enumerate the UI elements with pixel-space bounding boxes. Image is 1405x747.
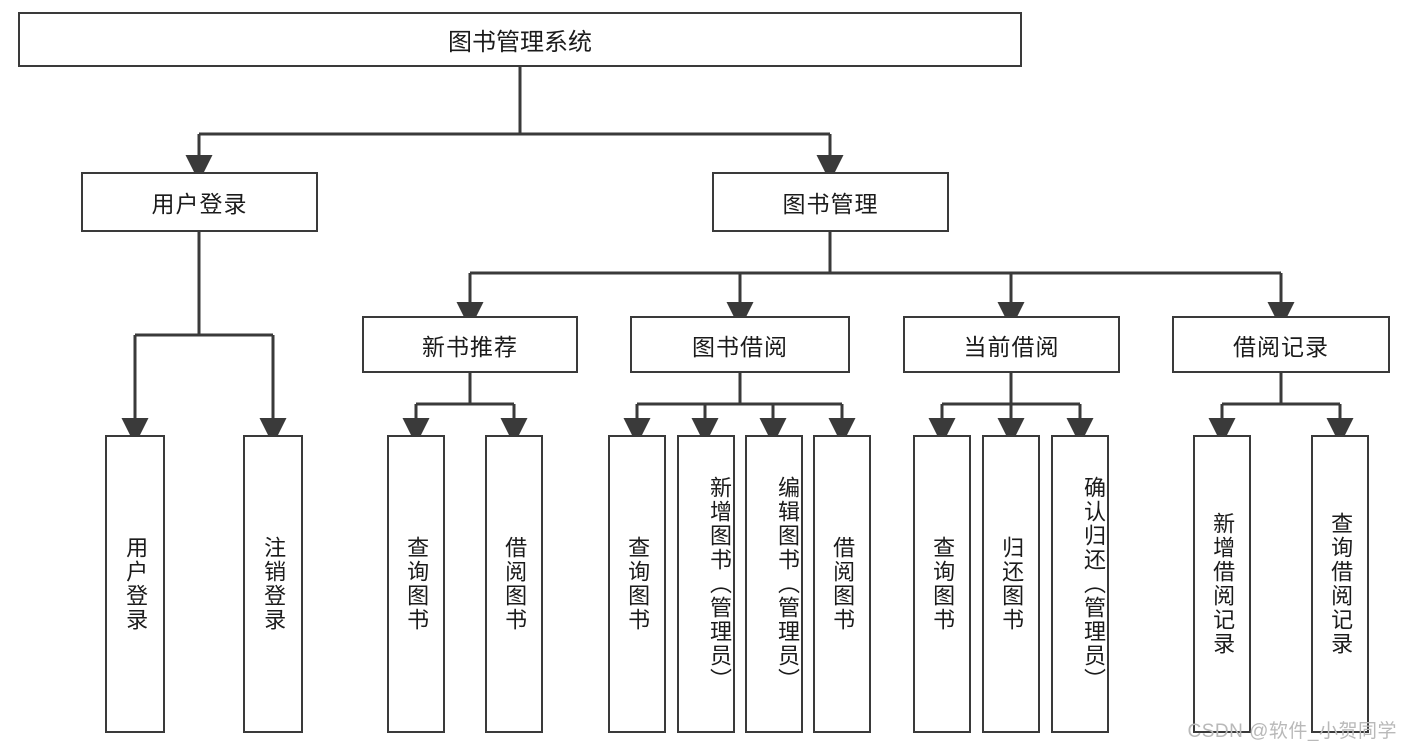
node-new-book-recommend[interactable]: 新书推荐 (362, 316, 578, 373)
node-label: 新增借阅记录 (1210, 512, 1236, 656)
leaf-edit-book-admin[interactable]: 编辑图书（管理员） (745, 435, 803, 733)
node-current-borrow[interactable]: 当前借阅 (903, 316, 1120, 373)
node-label: 查询借阅记录 (1328, 512, 1354, 656)
node-label: 查询图书 (930, 536, 956, 632)
node-label: 图书管理系统 (448, 29, 592, 56)
node-label: 注销登录 (261, 536, 287, 632)
leaf-query-book-new[interactable]: 查询图书 (387, 435, 445, 733)
node-label: 确认归还（管理员） (1081, 476, 1106, 692)
leaf-confirm-return-admin[interactable]: 确认归还（管理员） (1051, 435, 1109, 733)
node-label: 新书推荐 (422, 333, 518, 360)
node-book-management[interactable]: 图书管理 (712, 172, 949, 232)
node-label: 查询图书 (404, 536, 430, 632)
node-label: 新增图书（管理员） (707, 476, 732, 692)
leaf-query-borrow-record[interactable]: 查询借阅记录 (1311, 435, 1369, 733)
node-label: 借阅图书 (830, 536, 856, 632)
node-book-borrow[interactable]: 图书借阅 (630, 316, 850, 373)
node-label: 图书借阅 (692, 333, 788, 360)
leaf-logout[interactable]: 注销登录 (243, 435, 303, 733)
leaf-add-borrow-record[interactable]: 新增借阅记录 (1193, 435, 1251, 733)
node-label: 当前借阅 (963, 333, 1060, 360)
leaf-borrow-book-new[interactable]: 借阅图书 (485, 435, 543, 733)
node-root-system[interactable]: 图书管理系统 (18, 12, 1022, 67)
node-label: 借阅图书 (502, 536, 528, 632)
node-label: 借阅记录 (1233, 333, 1329, 360)
leaf-query-book-borrow[interactable]: 查询图书 (608, 435, 666, 733)
leaf-return-book[interactable]: 归还图书 (982, 435, 1040, 733)
node-label: 用户登录 (151, 191, 248, 217)
node-user-login[interactable]: 用户登录 (81, 172, 318, 232)
node-label: 归还图书 (999, 536, 1025, 632)
leaf-user-login[interactable]: 用户登录 (105, 435, 165, 733)
node-label: 图书管理 (782, 191, 879, 217)
leaf-borrow-book[interactable]: 借阅图书 (813, 435, 871, 733)
node-borrow-record[interactable]: 借阅记录 (1172, 316, 1390, 373)
leaf-query-book-current[interactable]: 查询图书 (913, 435, 971, 733)
node-label: 用户登录 (123, 536, 149, 632)
leaf-add-book-admin[interactable]: 新增图书（管理员） (677, 435, 735, 733)
node-label: 编辑图书（管理员） (775, 476, 800, 692)
node-label: 查询图书 (625, 536, 651, 632)
